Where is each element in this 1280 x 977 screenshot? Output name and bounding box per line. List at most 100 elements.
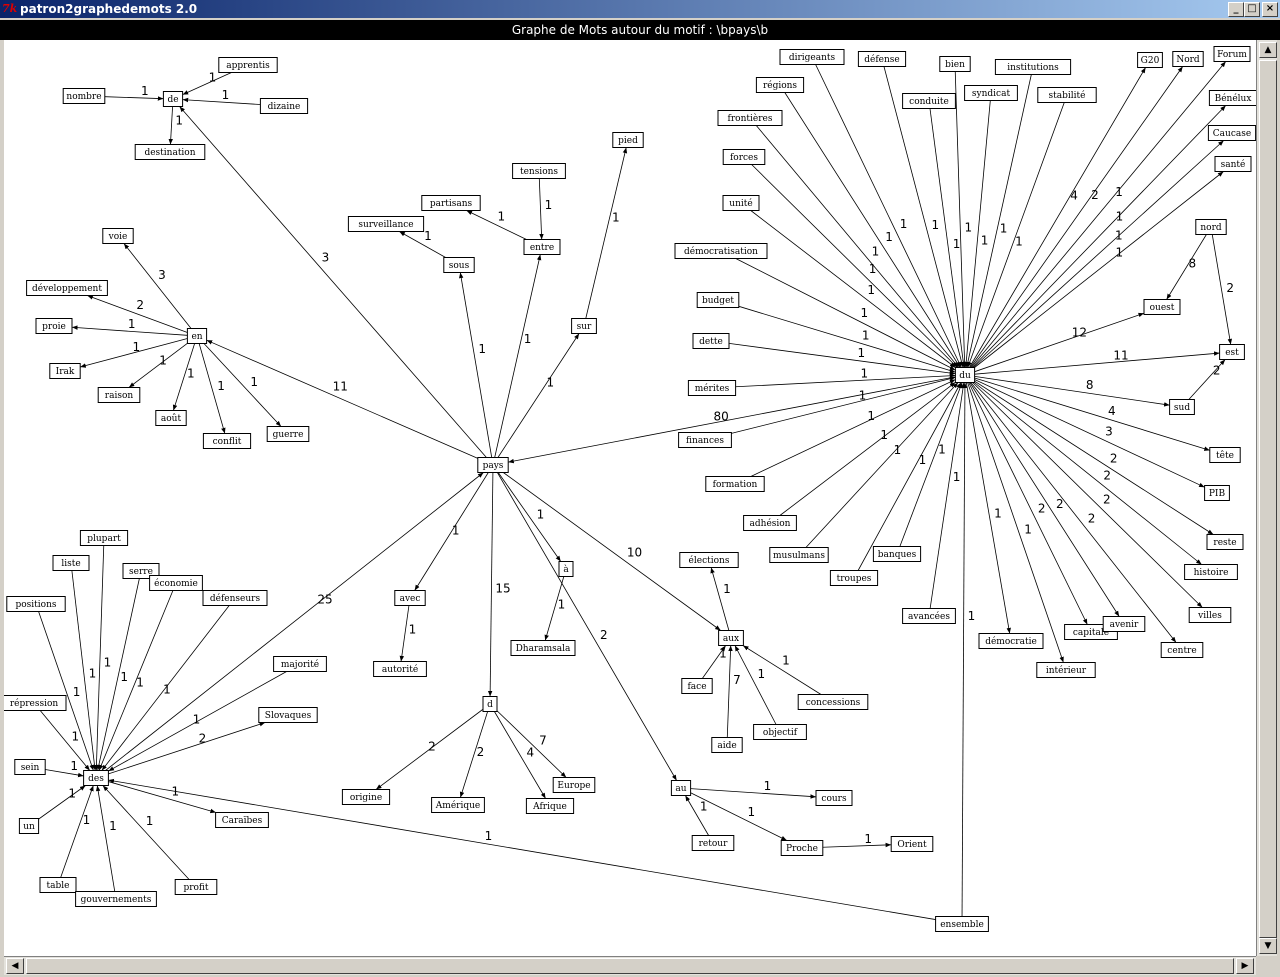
graph-node-caucase[interactable]: Caucase — [1207, 125, 1256, 141]
graph-node-ouest[interactable]: ouest — [1143, 299, 1181, 315]
graph-node-autorite[interactable]: autorité — [373, 661, 427, 677]
graph-node-dette[interactable]: dette — [692, 333, 730, 349]
graph-node-democratie[interactable]: démocratie — [978, 633, 1044, 649]
vertical-scrollbar[interactable]: ▲ ▼ — [1256, 40, 1277, 956]
graph-node-villes[interactable]: villes — [1188, 607, 1232, 623]
graph-node-merites[interactable]: mérites — [687, 380, 737, 396]
graph-node-sante[interactable]: santé — [1214, 156, 1252, 172]
graph-node-retour[interactable]: retour — [691, 835, 735, 851]
graph-node-positions[interactable]: positions — [6, 596, 66, 612]
graph-node-proche[interactable]: Proche — [780, 840, 824, 856]
graph-node-ensemble[interactable]: ensemble — [935, 916, 989, 932]
graph-node-de[interactable]: de — [162, 91, 184, 107]
graph-node-institutions[interactable]: institutions — [994, 59, 1072, 75]
graph-node-tete[interactable]: tête — [1209, 447, 1241, 463]
graph-node-a[interactable]: à — [558, 561, 574, 577]
graph-node-majorite[interactable]: majorité — [273, 656, 327, 672]
graph-node-slovaques[interactable]: Slovaques — [258, 707, 318, 723]
graph-node-afrique[interactable]: Afrique — [525, 798, 575, 814]
graph-node-cours[interactable]: cours — [815, 790, 853, 806]
graph-node-partisans[interactable]: partisans — [421, 195, 481, 211]
graph-node-voie[interactable]: voie — [102, 228, 134, 244]
graph-node-au[interactable]: au — [670, 780, 692, 796]
graph-node-avenir[interactable]: avenir — [1102, 616, 1146, 632]
graph-node-proie[interactable]: proie — [35, 318, 73, 334]
graph-node-sur[interactable]: sur — [571, 318, 597, 334]
graph-node-guerre[interactable]: guerre — [266, 426, 310, 442]
scroll-up-icon[interactable]: ▲ — [1259, 42, 1277, 58]
graph-node-forum[interactable]: Forum — [1213, 46, 1251, 62]
graph-node-nord_cap[interactable]: Nord — [1172, 51, 1204, 67]
graph-node-bien[interactable]: bien — [939, 56, 971, 72]
graph-node-raison[interactable]: raison — [97, 387, 141, 403]
horizontal-scrollbar[interactable]: ◀ ▶ — [4, 956, 1256, 975]
close-button[interactable]: × — [1262, 2, 1278, 17]
graph-node-defenseurs[interactable]: défenseurs — [202, 590, 268, 606]
graph-node-en[interactable]: en — [186, 328, 208, 344]
graph-node-destination[interactable]: destination — [134, 144, 206, 160]
graph-node-un[interactable]: un — [18, 818, 40, 834]
graph-node-avancees[interactable]: avancées — [902, 608, 956, 624]
graph-node-syndicat[interactable]: syndicat — [964, 85, 1018, 101]
graph-node-europe[interactable]: Europe — [552, 777, 596, 793]
graph-node-amerique[interactable]: Amérique — [431, 797, 485, 813]
graph-node-nombre[interactable]: nombre — [62, 88, 106, 104]
graph-node-defense[interactable]: défense — [857, 51, 907, 67]
graph-node-aux[interactable]: aux — [718, 630, 744, 646]
graph-node-plupart[interactable]: plupart — [79, 530, 129, 546]
graph-node-democratisation[interactable]: démocratisation — [674, 243, 768, 259]
minimize-button[interactable]: _ — [1228, 2, 1244, 17]
scroll-right-icon[interactable]: ▶ — [1236, 958, 1254, 974]
graph-node-d[interactable]: d — [482, 696, 498, 712]
graph-node-du[interactable]: du — [954, 367, 976, 383]
graph-node-orient[interactable]: Orient — [890, 836, 934, 852]
graph-node-origine[interactable]: origine — [341, 789, 391, 805]
graph-node-surveillance[interactable]: surveillance — [347, 216, 425, 232]
graph-node-sous[interactable]: sous — [443, 257, 475, 273]
graph-node-des[interactable]: des — [83, 770, 109, 786]
graph-node-benelux[interactable]: Bénélux — [1208, 90, 1256, 106]
graph-node-economie[interactable]: économie — [149, 575, 203, 591]
graph-node-budget[interactable]: budget — [696, 292, 740, 308]
graph-node-liste[interactable]: liste — [52, 555, 90, 571]
graph-node-elections[interactable]: élections — [679, 552, 739, 568]
graph-node-regions[interactable]: régions — [755, 77, 805, 93]
scroll-left-icon[interactable]: ◀ — [6, 958, 24, 974]
graph-node-profit[interactable]: profit — [174, 879, 218, 895]
vertical-scroll-thumb[interactable] — [1259, 60, 1277, 938]
graph-node-aide[interactable]: aide — [711, 737, 743, 753]
graph-node-entre[interactable]: entre — [523, 239, 561, 255]
graph-node-conflit[interactable]: conflit — [202, 433, 252, 449]
graph-node-dharamsala[interactable]: Dharamsala — [510, 640, 576, 656]
graph-node-nord[interactable]: nord — [1195, 219, 1227, 235]
graph-node-stabilite[interactable]: stabilité — [1037, 87, 1097, 103]
graph-node-troupes[interactable]: troupes — [829, 570, 879, 586]
graph-node-unite[interactable]: unité — [722, 195, 760, 211]
graph-node-caraibes[interactable]: Caraïbes — [215, 812, 269, 828]
graph-node-apprentis[interactable]: apprentis — [218, 57, 278, 73]
graph-node-avec[interactable]: avec — [394, 590, 426, 606]
graph-node-table[interactable]: table — [39, 877, 77, 893]
maximize-button[interactable]: □ — [1244, 2, 1260, 17]
graph-node-gouvernements[interactable]: gouvernements — [75, 891, 157, 907]
graph-node-repression[interactable]: répression — [4, 695, 67, 711]
graph-node-sein[interactable]: sein — [14, 759, 46, 775]
graph-node-developpement[interactable]: développement — [26, 280, 108, 296]
graph-node-reste[interactable]: reste — [1206, 534, 1244, 550]
graph-node-aout[interactable]: août — [155, 410, 187, 426]
graph-node-musulmans[interactable]: musulmans — [769, 547, 829, 563]
graph-node-pays[interactable]: pays — [477, 457, 509, 473]
graph-node-dizaine[interactable]: dizaine — [259, 98, 309, 114]
graph-node-conduite[interactable]: conduite — [902, 93, 956, 109]
graph-node-pied[interactable]: pied — [612, 132, 644, 148]
graph-node-forces[interactable]: forces — [722, 149, 766, 165]
graph-node-pib[interactable]: PIB — [1204, 485, 1230, 501]
graph-node-dirigeants[interactable]: dirigeants — [779, 49, 845, 65]
horizontal-scroll-thumb[interactable] — [26, 958, 1234, 974]
graph-node-serre[interactable]: serre — [122, 563, 160, 579]
graph-node-histoire[interactable]: histoire — [1184, 564, 1238, 580]
graph-node-formation[interactable]: formation — [705, 476, 765, 492]
graph-node-sud[interactable]: sud — [1169, 399, 1195, 415]
graph-node-tensions[interactable]: tensions — [512, 163, 566, 179]
